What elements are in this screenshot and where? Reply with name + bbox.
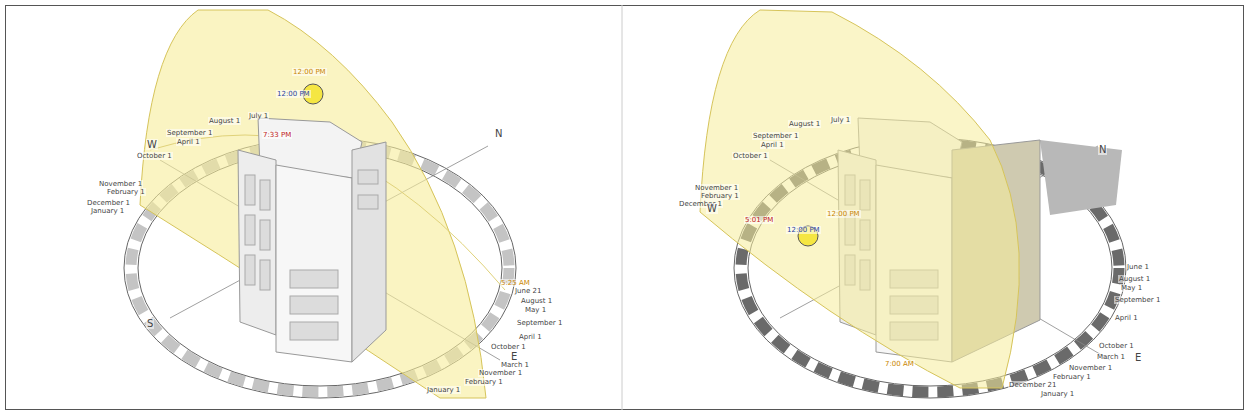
sun-path-label: 12:00 PM bbox=[292, 68, 327, 76]
compass-direction: N bbox=[1098, 144, 1107, 155]
sun-path-label: April 1 bbox=[760, 141, 785, 149]
frame bbox=[6, 6, 1244, 410]
sun-path-label: February 1 bbox=[106, 188, 146, 196]
sun-path-label: 12:00 PM bbox=[826, 210, 861, 218]
sun-path-label: September 1 bbox=[166, 129, 213, 137]
sun-path-label: 5:25 AM bbox=[500, 279, 531, 287]
sun-path-surface bbox=[700, 10, 1019, 388]
sun-path-label: November 1 bbox=[694, 184, 739, 192]
sun-path-label: January 1 bbox=[1040, 390, 1075, 398]
sun-path-label: October 1 bbox=[732, 152, 769, 160]
compass-direction: W bbox=[706, 203, 718, 214]
sun-path-label: May 1 bbox=[524, 306, 547, 314]
sun-path-label: April 1 bbox=[518, 333, 543, 341]
sun-path-label: August 1 bbox=[1118, 275, 1151, 283]
sun-path-label: October 1 bbox=[136, 152, 173, 160]
sun-path-label: 7:33 PM bbox=[262, 131, 292, 139]
sun-path-label: December 1 bbox=[86, 199, 131, 207]
sun-path-label: February 1 bbox=[700, 192, 740, 200]
sun-path-label: June 1 bbox=[1126, 263, 1150, 271]
sun-path-label: January 1 bbox=[426, 386, 461, 394]
sun-path-label: 12:00 PM bbox=[276, 90, 311, 98]
sun-path-label: September 1 bbox=[1114, 296, 1161, 304]
sun-path-label: November 1 bbox=[98, 180, 143, 188]
compass-direction: S bbox=[146, 318, 154, 329]
sun-path-label: February 1 bbox=[1052, 373, 1092, 381]
sun-path-label: July 1 bbox=[248, 112, 269, 120]
panel-divider bbox=[622, 5, 623, 410]
sun-path-label: August 1 bbox=[520, 297, 553, 305]
sun-path-label: August 1 bbox=[788, 120, 821, 128]
building-shadow bbox=[1040, 140, 1122, 215]
sun-path-label: December 21 bbox=[1008, 381, 1057, 389]
sun-path-label: October 1 bbox=[490, 343, 527, 351]
sun-path-label: February 1 bbox=[464, 378, 504, 386]
sun-path-label: April 1 bbox=[1114, 314, 1139, 322]
compass-direction: N bbox=[494, 128, 503, 139]
sun-path-label: March 1 bbox=[500, 361, 530, 369]
sun-path-label: November 1 bbox=[1068, 364, 1113, 372]
sun-path-label: January 1 bbox=[90, 207, 125, 215]
sun-path-label: September 1 bbox=[516, 319, 563, 327]
sun-path-label: September 1 bbox=[752, 132, 799, 140]
sun-path-label: March 1 bbox=[1096, 353, 1126, 361]
building bbox=[238, 118, 386, 362]
sun-path-label: April 1 bbox=[176, 138, 201, 146]
sun-path-surface bbox=[140, 10, 486, 398]
sun-path-label: May 1 bbox=[1120, 284, 1143, 292]
sun-path-label: 7:00 AM bbox=[884, 360, 915, 368]
compass-direction: E bbox=[1134, 352, 1142, 363]
left-panel bbox=[124, 10, 516, 398]
sun-path-label: August 1 bbox=[208, 117, 241, 125]
compass-direction: W bbox=[146, 139, 158, 150]
sun-path-label: 12:00 PM bbox=[786, 226, 821, 234]
sun-path-label: June 21 bbox=[514, 287, 542, 295]
sun-path-label: 5:01 PM bbox=[744, 216, 774, 224]
sun-path-label: November 1 bbox=[478, 369, 523, 377]
sun-path-label: July 1 bbox=[830, 116, 851, 124]
right-panel bbox=[700, 10, 1126, 398]
sun-path-label: October 1 bbox=[1098, 342, 1135, 350]
